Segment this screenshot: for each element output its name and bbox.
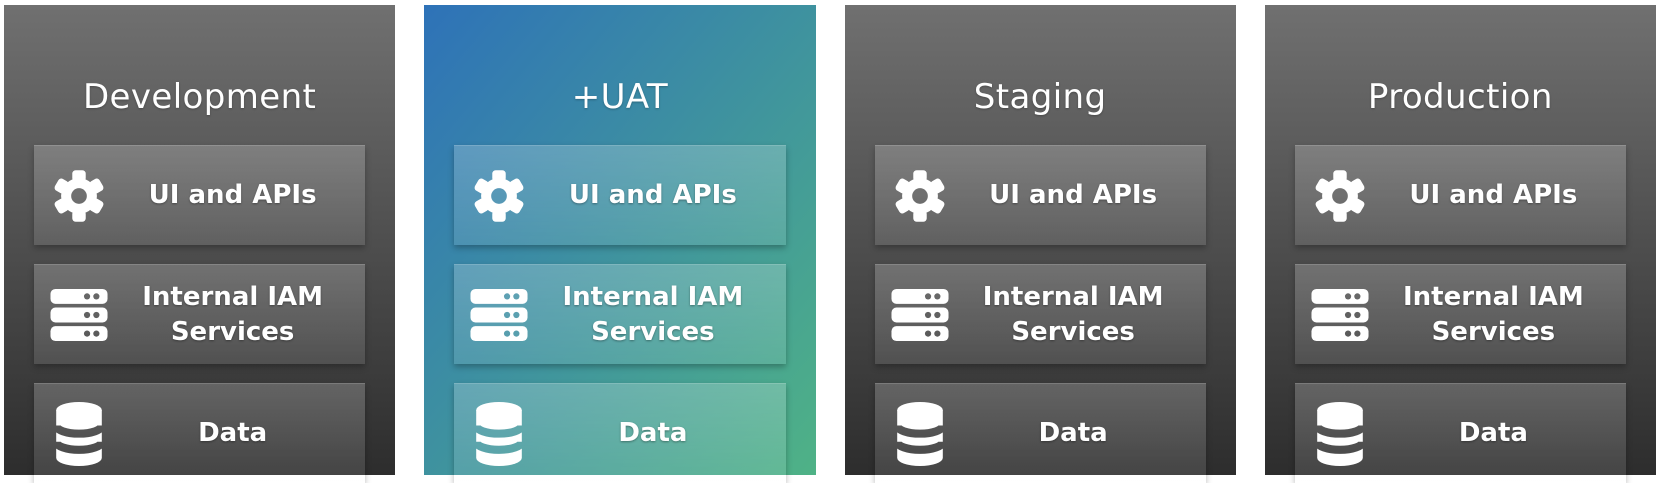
row-data: Data: [874, 383, 1206, 483]
server-stack-icon: [464, 287, 534, 343]
row-internal-iam-services: Internal IAM Services: [34, 264, 366, 365]
gear-icon: [885, 168, 955, 224]
row-data: Data: [454, 383, 786, 483]
card-rows: UI and APIs Internal IAM Services Data: [1265, 145, 1656, 483]
gear-icon: [464, 168, 534, 224]
card-rows: UI and APIs Internal IAM Services Data: [4, 145, 395, 483]
card-title: Production: [1367, 77, 1553, 118]
gear-icon: [1305, 168, 1375, 224]
card-production: Production UI and APIs Internal IAM Serv…: [1264, 5, 1656, 483]
row-ui-and-apis: UI and APIs: [1294, 145, 1626, 246]
database-icon: [464, 402, 534, 466]
database-icon: [1305, 402, 1375, 466]
row-label: UI and APIs: [989, 180, 1158, 211]
row-label: UI and APIs: [568, 180, 737, 211]
row-data: Data: [34, 383, 366, 483]
card-rows: UI and APIs Internal IAM Services Data: [845, 145, 1236, 483]
row-label: Internal IAM Services: [1402, 281, 1584, 347]
server-stack-icon: [1305, 287, 1375, 343]
card-staging: Staging UI and APIs Internal IAM Service…: [844, 5, 1236, 483]
server-stack-icon: [44, 287, 114, 343]
row-internal-iam-services: Internal IAM Services: [1294, 264, 1626, 365]
card-title: Staging: [973, 77, 1107, 118]
row-ui-and-apis: UI and APIs: [34, 145, 366, 246]
row-label: UI and APIs: [148, 180, 317, 211]
row-label: UI and APIs: [1409, 180, 1578, 211]
row-label: Internal IAM Services: [562, 281, 744, 347]
server-stack-icon: [885, 287, 955, 343]
row-label: Data: [198, 418, 268, 449]
row-label: Data: [1038, 418, 1108, 449]
row-internal-iam-services: Internal IAM Services: [874, 264, 1206, 365]
row-label: Internal IAM Services: [982, 281, 1164, 347]
database-icon: [44, 402, 114, 466]
card-uat: +UAT UI and APIs Internal IAM Services D…: [424, 5, 816, 483]
row-ui-and-apis: UI and APIs: [454, 145, 786, 246]
card-rows: UI and APIs Internal IAM Services Data: [424, 145, 815, 483]
card-title: Development: [82, 77, 317, 118]
card-title: +UAT: [571, 77, 669, 118]
row-internal-iam-services: Internal IAM Services: [454, 264, 786, 365]
row-label: Data: [618, 418, 688, 449]
row-label: Data: [1458, 418, 1528, 449]
row-label: Internal IAM Services: [142, 281, 323, 347]
row-ui-and-apis: UI and APIs: [874, 145, 1206, 246]
card-development: Development UI and APIs Internal IAM Ser…: [4, 5, 396, 483]
gear-icon: [44, 168, 114, 224]
database-icon: [885, 402, 955, 466]
row-data: Data: [1294, 383, 1626, 483]
